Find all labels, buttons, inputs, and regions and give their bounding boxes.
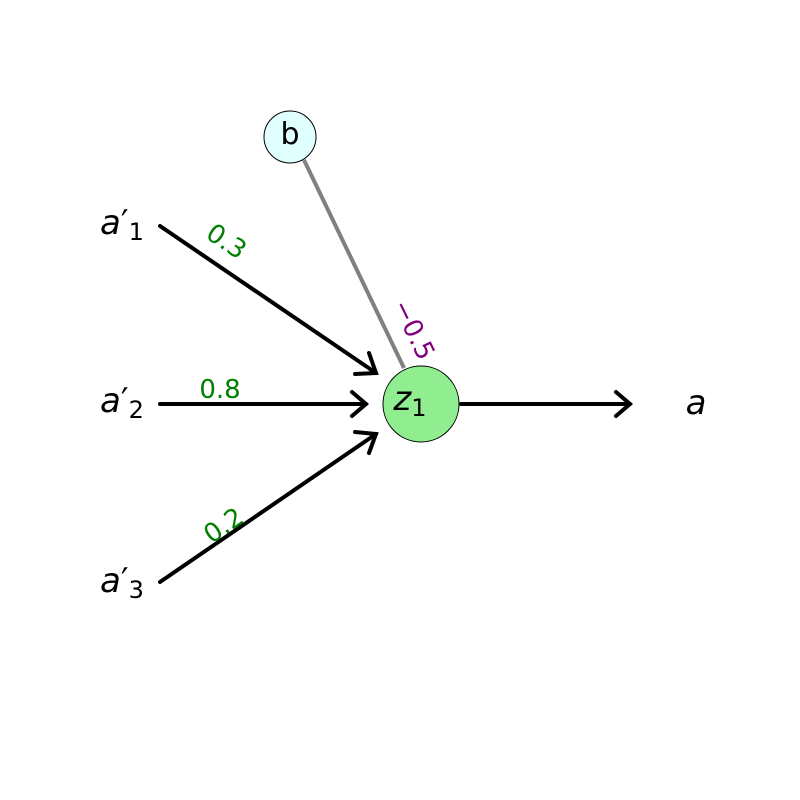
neuron-label: z1 bbox=[392, 379, 426, 422]
input-arrow-2 bbox=[158, 390, 370, 418]
input-label-3-base: a bbox=[100, 561, 121, 601]
input-label-1-prime: ′ bbox=[121, 203, 129, 243]
bias-connection-line bbox=[302, 159, 406, 369]
input-label-1-index: 1 bbox=[129, 218, 144, 246]
input-arrow-1 bbox=[158, 224, 379, 376]
input-label-3: a′3 bbox=[100, 561, 144, 604]
weight-label-3: 0.2 bbox=[198, 502, 249, 550]
output-label: a bbox=[686, 383, 707, 423]
input-arrow-3 bbox=[158, 430, 379, 584]
output-arrow bbox=[459, 390, 634, 418]
neuron-label-index: 1 bbox=[411, 394, 426, 422]
neuron-label-base: z bbox=[392, 379, 412, 419]
input-label-2: a′2 bbox=[100, 381, 144, 424]
input-label-1: a′1 bbox=[100, 203, 144, 246]
bias-weight-label: −0.5 bbox=[386, 295, 441, 365]
neuron-node bbox=[382, 365, 460, 443]
input-label-2-base: a bbox=[100, 381, 121, 421]
input-label-3-index: 3 bbox=[129, 576, 144, 604]
bias-label: b bbox=[280, 117, 299, 152]
input-label-1-base: a bbox=[100, 203, 121, 243]
input-label-3-prime: ′ bbox=[121, 561, 129, 601]
input-label-2-index: 2 bbox=[129, 396, 144, 424]
bias-node bbox=[263, 110, 317, 164]
input-label-2-prime: ′ bbox=[121, 381, 129, 421]
weight-label-2: 0.8 bbox=[199, 375, 240, 405]
